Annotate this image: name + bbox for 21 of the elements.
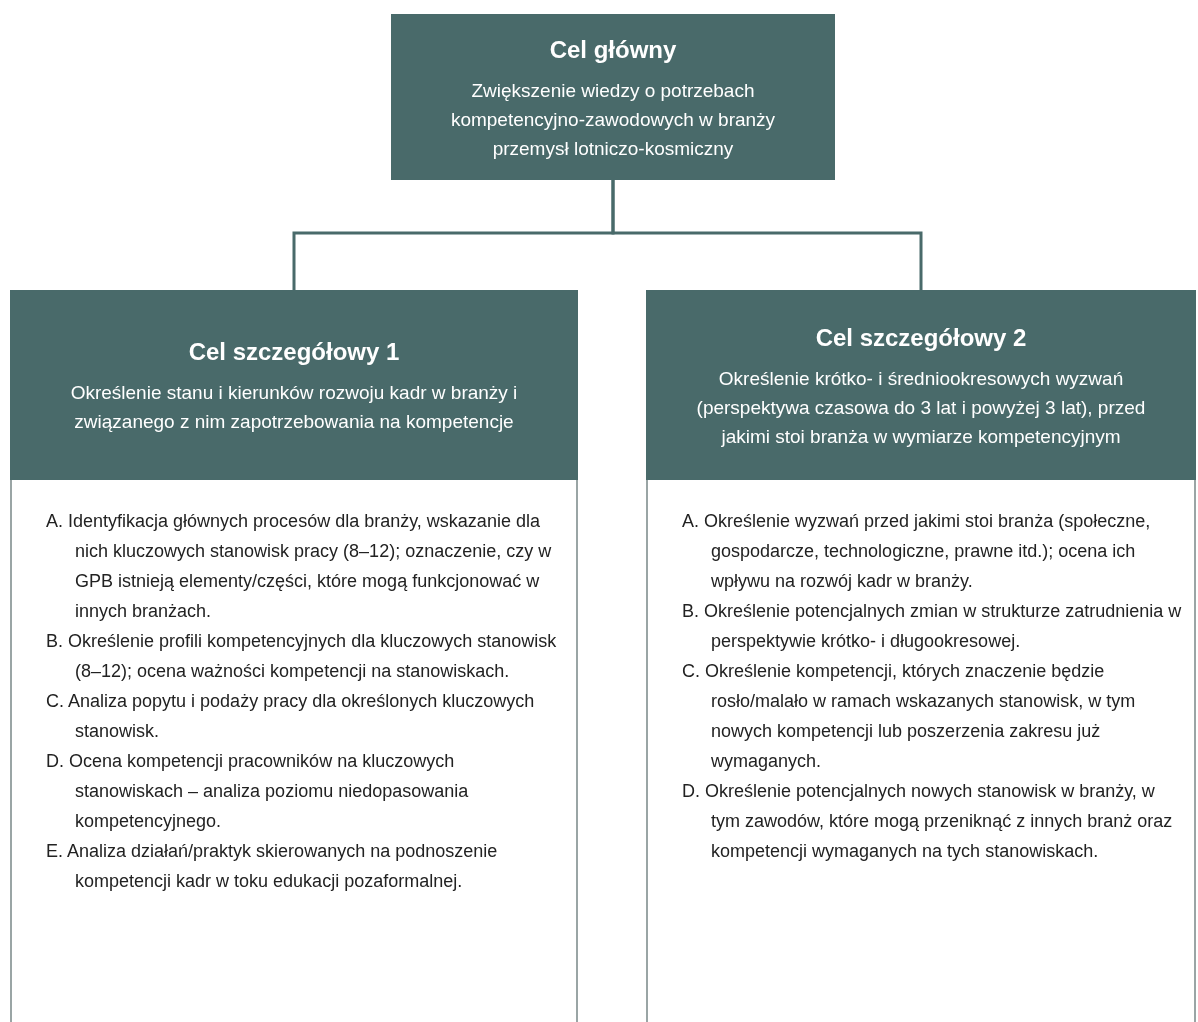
goal-title: Cel główny <box>549 34 677 65</box>
task-item: A. Określenie wyzwań przed jakimi stoi branża (społeczne, gospodarcze, technologiczne, prawne itd.); ocena ich wpływu na rozwój kadr w branży. <box>682 510 1152 593</box>
connector-line <box>611 180 923 290</box>
goal-title: Cel szczegółowy 1 <box>188 337 400 367</box>
task-item: C. Analiza popytu i podaży pracy dla określonych kluczowych stanowisk. <box>46 690 536 743</box>
task-list-panel <box>646 480 1196 1022</box>
task-item: D. Ocena kompetencji pracowników na kluczowych stanowiskach – analiza poziomu niedopasowania kompetencyjnego. <box>46 750 470 833</box>
goal-box <box>646 290 1196 480</box>
task-item: D. Określenie potencjalnych nowych stanowisk w branży, w tym zawodów, które mogą przeniknąć z innych branż oraz kompetencji wymaganych na tych stanowiskach. <box>682 780 1174 863</box>
task-item: E. Analiza działań/praktyk skierowanych na podnoszenie kompetencji kadr w toku edukacji pozaformalnej. <box>46 840 499 893</box>
task-item: C. Określenie kompetencji, których znaczenie będzie rosło/malało w ramach wskazanych stanowisk, w tym nowych kompetencji lub poszerzenia zakresu już wymaganych. <box>682 660 1137 773</box>
task-item: B. Określenie profili kompetencyjnych dla kluczowych stanowisk (8–12); ocena ważności kompetencji na stanowiskach. <box>46 630 558 683</box>
goal-description: Określenie krótko- i średniookresowych wyzwań (perspektywa czasowa do 3 lat i powyżej 3 lat), przed jakimi stoi branża w wymiarze kompetencyjnym <box>695 366 1147 449</box>
task-item: B. Określenie potencjalnych zmian w strukturze zatrudnienia w perspektywie krótko- i długookresowej. <box>682 600 1182 653</box>
goal-description: Określenie stanu i kierunków rozwoju kadr w branży i związanego z nim zapotrzebowania na kompetencje <box>69 381 519 434</box>
task-list-panel <box>10 480 578 1022</box>
goal-box <box>391 14 835 180</box>
goal-description: Zwiększenie wiedzy o potrzebach kompetencyjno-zawodowych w branży przemysł lotniczo-kosmiczny <box>449 78 777 161</box>
goal-box <box>10 290 578 480</box>
goal-title: Cel szczegółowy 2 <box>815 322 1027 353</box>
task-item: A. Identyfikacja głównych procesów dla branży, wskazanie dla nich kluczowych stanowisk pracy (8–12); oznaczenie, czy w GPB istnieją elementy/części, które mogą funkcjonować w innych branżach. <box>46 510 553 623</box>
